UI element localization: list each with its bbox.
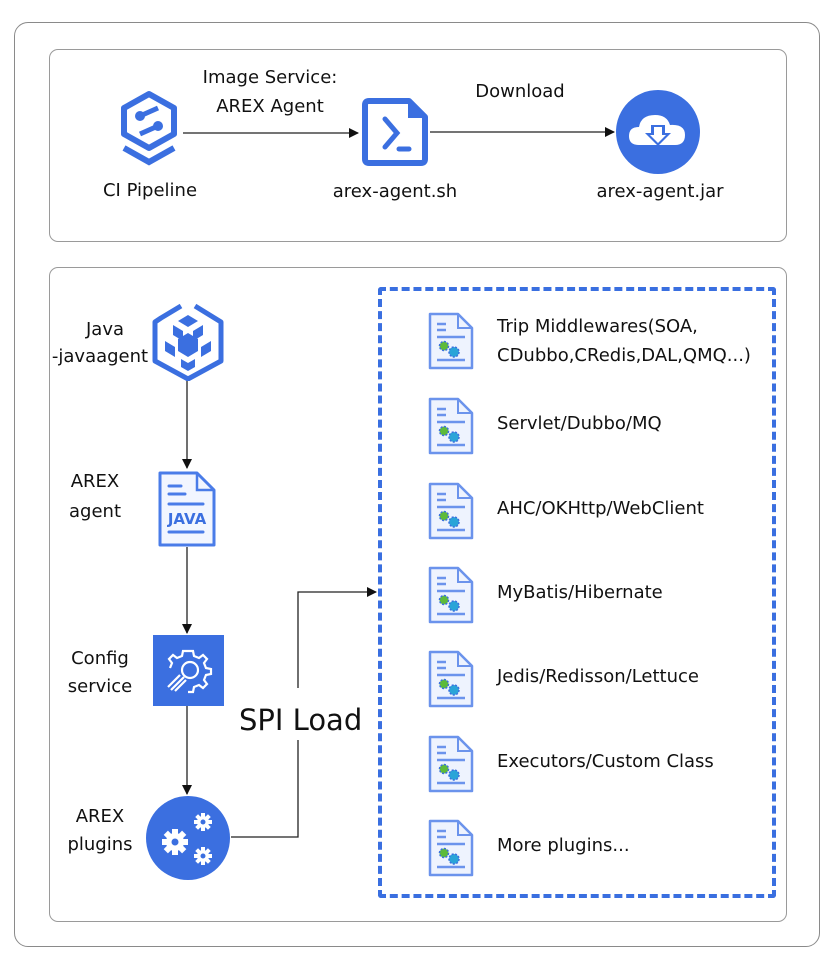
- config-gear-icon: [153, 635, 224, 706]
- ci-pipeline-hexagon-icon: [121, 91, 177, 166]
- plugin-doc-icon: [428, 735, 474, 797]
- plugin-doc-icon: [428, 819, 474, 881]
- image-service-label-line1: Image Service:: [202, 67, 338, 88]
- plugin-doc-icon: [428, 650, 474, 712]
- arex-plugins-label-line1: AREX: [75, 806, 125, 827]
- java-file-icon: JAVA: [157, 470, 217, 548]
- plugin-doc-icon: [428, 312, 474, 374]
- distribution-panel: [49, 49, 787, 242]
- spi-load-label: SPI Load: [237, 700, 365, 740]
- terminal-script-icon: [362, 98, 428, 166]
- config-service-label-line1: Config: [71, 648, 129, 669]
- cube-cluster-icon: [152, 303, 224, 381]
- outer-frame: [14, 22, 820, 947]
- plugin-label: Servlet/Dubbo/MQ: [497, 413, 662, 434]
- arex-agent-jar-label: arex-agent.jar: [596, 181, 724, 202]
- plugin-label: More plugins...: [497, 835, 630, 856]
- config-service-label-line2: service: [67, 676, 133, 697]
- arex-agent-sh-label: arex-agent.sh: [332, 181, 458, 202]
- plugin-doc-icon: [428, 482, 474, 544]
- plugins-gears-icon: [146, 796, 230, 880]
- plugin-label: AHC/OKHttp/WebClient: [497, 498, 704, 519]
- plugin-label: Jedis/Redisson/Lettuce: [497, 666, 699, 687]
- java-label-line2: -javaagent: [51, 346, 149, 367]
- plugin-doc-icon: [428, 566, 474, 628]
- runtime-panel: [49, 267, 787, 922]
- edge-spi-load-upper: [297, 587, 377, 688]
- arex-agent-label-line1: AREX: [70, 471, 120, 492]
- plugin-label: CDubbo,CRedis,DAL,QMQ...): [497, 345, 751, 366]
- plugin-label: MyBatis/Hibernate: [497, 582, 663, 603]
- java-label-line1: Java: [85, 319, 125, 340]
- cloud-download-icon: [616, 90, 700, 174]
- plugin-label: Executors/Custom Class: [497, 751, 714, 772]
- edge-spi-load: [231, 710, 299, 838]
- arex-agent-label-line2: agent: [69, 501, 121, 522]
- java-file-icon-text: JAVA: [167, 510, 207, 528]
- arex-plugins-label-line2: plugins: [67, 834, 133, 855]
- plugin-label: Trip Middlewares(SOA,: [497, 316, 698, 337]
- plugins-group-box: [378, 287, 776, 898]
- download-label: Download: [475, 81, 565, 102]
- ci-pipeline-label: CI Pipeline: [102, 180, 198, 201]
- image-service-label-line2: AREX Agent: [216, 96, 324, 117]
- plugin-doc-icon: [428, 397, 474, 459]
